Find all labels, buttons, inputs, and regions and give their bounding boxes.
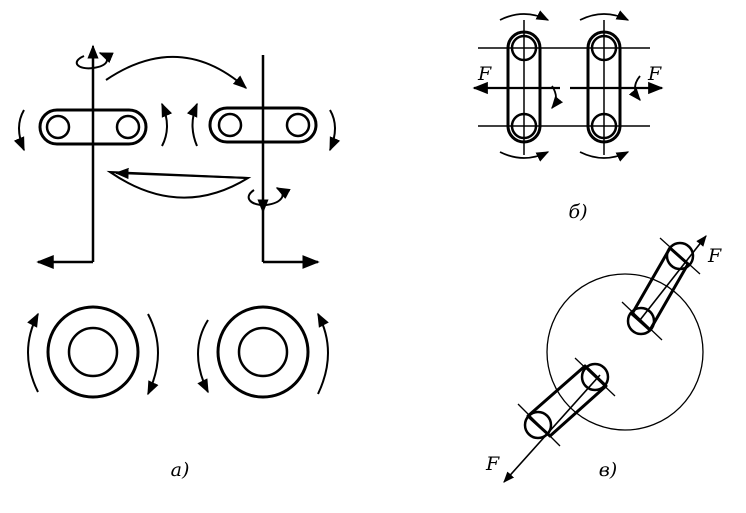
- right-shaft: [247, 55, 320, 269]
- panel-c: [503, 235, 707, 483]
- chain-link-left: [13, 102, 173, 152]
- panel-b: [472, 10, 664, 162]
- ring-left: [27, 305, 159, 399]
- force-label-b-left: F: [477, 63, 492, 85]
- chain-link-c-upper: [626, 241, 695, 336]
- transfer-arrow-top: [105, 55, 248, 89]
- force-label-c-bottom: F: [485, 453, 500, 475]
- chain-link-right: [186, 102, 341, 152]
- caption-a: а): [171, 459, 190, 481]
- panel-a: [13, 44, 341, 399]
- transfer-arc-bottom: [106, 170, 252, 199]
- chain-link-b-left: [506, 30, 542, 144]
- caption-c: в): [599, 459, 617, 481]
- left-shaft: [36, 44, 114, 269]
- sprocket-pitch-circle: [546, 273, 704, 431]
- force-axis-top: [639, 235, 707, 321]
- ring-right: [197, 305, 329, 399]
- force-axis-bottom: [503, 374, 601, 483]
- force-label-b-right: F: [647, 63, 662, 85]
- caption-b: б): [568, 201, 587, 223]
- force-label-c-top: F: [707, 245, 722, 267]
- chain-link-c-lower: [523, 362, 610, 440]
- chain-link-b-right: [586, 30, 622, 144]
